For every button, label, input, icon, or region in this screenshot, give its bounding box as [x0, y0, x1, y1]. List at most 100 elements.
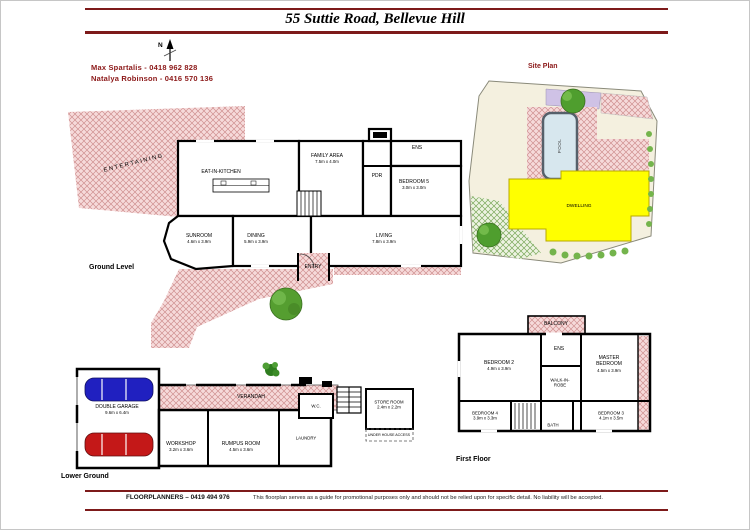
wc-room [298, 393, 334, 419]
footer-bottom-rule [85, 509, 668, 511]
section-label-lower-ground: Lower Ground [61, 473, 109, 480]
room-label-eat-in-kitchen: EAT-IN-KITCHEN [201, 168, 241, 175]
room-dims: 3.0m x 3.0m [402, 185, 426, 191]
label-dwelling: DWELLING [566, 204, 592, 210]
hedge-dots [549, 131, 654, 260]
compass-north-label: N [158, 42, 163, 49]
room-name: BEDROOM 5 [398, 179, 430, 186]
lower-interior-walls [207, 410, 280, 466]
garage-doors [75, 377, 79, 451]
room-dims: 4.1m x 3.5m [599, 416, 623, 421]
entry-porch [298, 253, 329, 281]
room-label-walk-in-robe: WALK-IN-ROBE [545, 378, 575, 389]
agent-contacts: Max Spartalis - 0418 962 828 Natalya Rob… [91, 62, 213, 84]
room-label-family-area: FAMILY AREA 7.5m x 4.0m [311, 153, 343, 165]
garden-tree [269, 287, 303, 321]
room-label-bedroom3: BEDROOM 3 4.1m x 3.5m [598, 411, 624, 422]
store-room [365, 388, 414, 430]
room-dims: 3.9m x 3.3m [473, 416, 497, 421]
room-dims: 4.5m x 3.9m [597, 367, 621, 373]
page-title: 55 Suttie Road, Bellevue Hill [285, 11, 465, 27]
rear-path [334, 267, 461, 275]
room-label-living: LIVING 7.8m x 3.9m [372, 233, 396, 245]
kitchen-bench [212, 178, 270, 193]
room-label-rumpus: RUMPUS ROOM 4.5m x 3.6m [222, 441, 261, 453]
planter-2 [322, 381, 332, 387]
dwelling-shape [508, 170, 650, 242]
room-label-store-room: STORE ROOM 2.4m x 2.2m [374, 400, 403, 411]
footer-top-rule [85, 490, 668, 492]
room-dims: 7.5m x 4.0m [315, 159, 339, 165]
section-label-site-plan: Site Plan [528, 63, 558, 70]
site-trees [476, 88, 586, 248]
room-dims: 9.6m x 6.4m [105, 410, 129, 416]
room-name: SUNROOM [185, 233, 213, 240]
room-dims: 4.6m x 3.9m [187, 239, 211, 245]
first-floor-outline [457, 332, 652, 433]
room-name: BEDROOM 2 [483, 360, 515, 367]
section-label-first-floor: First Floor [456, 456, 491, 463]
room-label-bath: BATH [547, 422, 559, 428]
room-label-dining: DINING 5.9m x 3.9m [244, 233, 268, 245]
room-label-bedroom4: BEDROOM 4 3.9m x 3.3m [472, 411, 498, 422]
site-plan [468, 80, 658, 264]
first-window-gaps [457, 332, 612, 433]
room-label-bedroom5: BEDROOM 5 3.0m x 3.0m [399, 179, 429, 191]
room-label-sunroom: SUNROOM 4.6m x 3.9m [186, 233, 212, 245]
side-balcony-strip [638, 336, 649, 430]
ground-stairs [296, 190, 322, 217]
bedroom5-room [389, 164, 463, 218]
room-dims: 4.5m x 3.6m [229, 447, 253, 453]
first-stairs [514, 403, 536, 429]
room-name: LIVING [375, 233, 393, 240]
room-name: MASTER BEDROOM [596, 355, 622, 368]
entry-door-arc [299, 253, 315, 269]
room-label-master-bedroom: MASTER BEDROOM 4.5m x 3.9m [590, 355, 628, 373]
window-gaps [196, 139, 463, 268]
room-label-bedroom2: BEDROOM 2 4.9m x 3.9m [484, 360, 514, 372]
footer-disclaimer: This floorplan serves as a guide for pro… [253, 495, 603, 501]
header-bottom-rule [85, 31, 668, 34]
room-label-wc: W.C. [311, 403, 321, 409]
fireplace-box [373, 132, 387, 138]
room-name: FAMILY AREA [310, 153, 344, 160]
room-label-balcony: BALCONY [544, 320, 568, 327]
first-interior-walls [459, 334, 650, 431]
under-house-access-area [365, 428, 414, 442]
entertaining-area [68, 106, 245, 217]
ground-rooms [162, 127, 463, 271]
room-label-ens-first: ENS [553, 345, 565, 352]
room-dims: 3.2m x 3.6m [169, 447, 193, 453]
room-name: DINING [247, 233, 265, 240]
potted-plant [262, 362, 280, 377]
paved-area-top [600, 92, 654, 120]
room-dims: 2.4m x 2.2m [377, 405, 401, 410]
room-label-laundry: LAUNDRY [295, 435, 317, 441]
ens-room-ground [389, 139, 463, 168]
room-label-pdr: PDR [371, 172, 383, 179]
section-label-ground-level: Ground Level [89, 264, 135, 271]
label-pool: POOL [557, 138, 563, 154]
lower-main-block [157, 408, 333, 468]
room-name: DOUBLE GARAGE [95, 404, 139, 411]
room-label-double-garage: DOUBLE GARAGE 9.6m x 6.4m [95, 404, 138, 416]
room-name: RUMPUS ROOM [221, 441, 261, 448]
room-dims: 5.9m x 3.9m [244, 239, 268, 245]
room-dims: 4.9m x 3.9m [487, 366, 511, 372]
room-dims: 7.8m x 3.9m [372, 239, 396, 245]
ground-level-plan [68, 106, 463, 348]
room-name: WALK-IN-ROBE [550, 377, 570, 388]
kitchen-room [176, 139, 301, 218]
agent-1: Max Spartalis - 0418 962 828 [91, 63, 198, 72]
label-under-house-access: UNDER HOUSE ACCESS [367, 432, 411, 437]
lower-ground-plan [75, 362, 414, 470]
footer-brand: FLOORPLANNERS – 0419 494 976 [126, 494, 230, 501]
room-label-ens-ground: ENS [411, 144, 423, 151]
room-name: WORKSHOP [166, 441, 196, 448]
car-blue [84, 377, 154, 402]
room-label-workshop: WORKSHOP 3.2m x 3.6m [166, 441, 196, 453]
lower-stairs [336, 386, 362, 414]
room-label-entry: ENTRY [304, 263, 322, 270]
room-name: STORE ROOM [374, 399, 404, 405]
room-name: BEDROOM 3 [598, 410, 624, 416]
